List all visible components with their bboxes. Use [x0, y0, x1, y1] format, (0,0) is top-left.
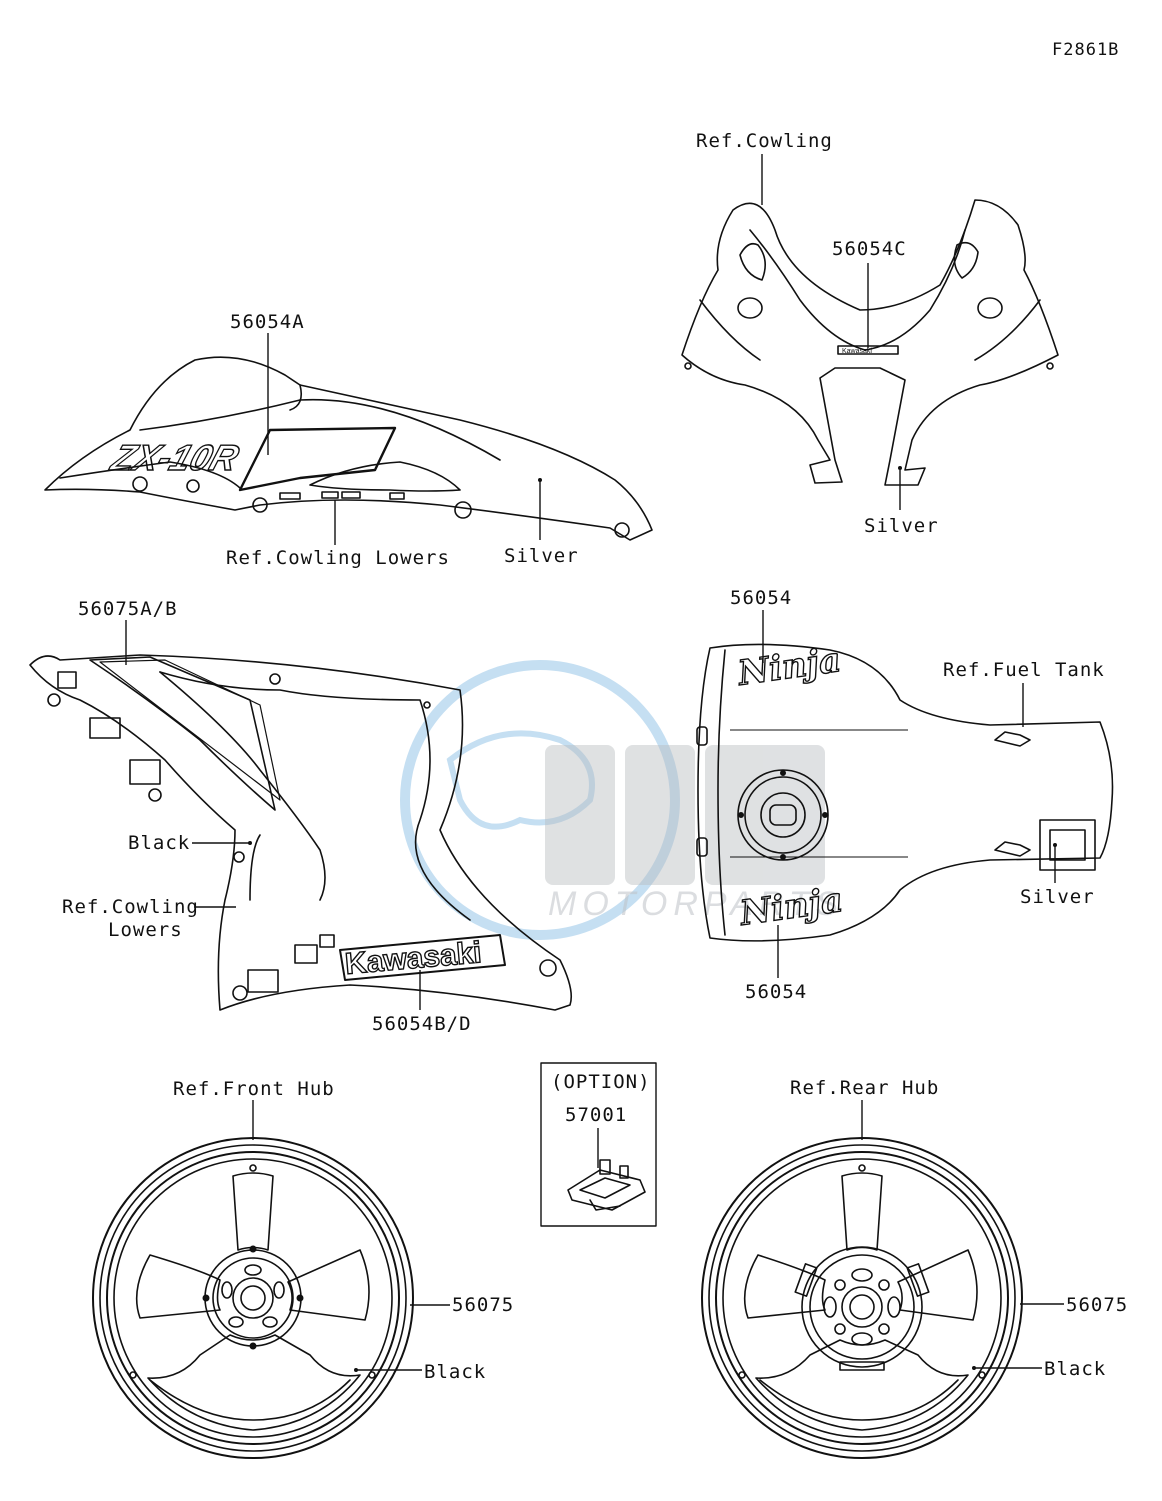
ninja-decal-top: Ninja — [735, 640, 844, 694]
watermark-osm-letters — [545, 745, 825, 885]
label-silver-tank: Silver — [1020, 886, 1095, 908]
label-56075-front: 56075 — [452, 1294, 514, 1316]
lower-fairing: Kawasaki — [29, 654, 573, 1011]
option-box: (OPTION) 57001 — [540, 1062, 657, 1227]
kit-parts-icon — [567, 1159, 646, 1211]
label-ref-front-hub: Ref.Front Hub — [173, 1078, 335, 1100]
label-56075-rear: 56075 — [1066, 1294, 1128, 1316]
zx10r-decal-text: ZX-10R — [106, 438, 244, 478]
front-wheel — [92, 1137, 414, 1459]
label-ref-cowling-lowers-2: Lowers — [108, 919, 183, 941]
label-black-lower: Black — [128, 832, 190, 854]
label-56054-top: 56054 — [730, 587, 792, 609]
watermark-logo: MOTORPARTS — [400, 660, 844, 940]
label-56054C: 56054C — [832, 238, 907, 260]
label-56054BD: 56054B/D — [372, 1013, 472, 1035]
zx10r-decal: ZX-10R — [105, 426, 397, 492]
label-56054A: 56054A — [230, 311, 305, 333]
kawasaki-lower-decal-text: Kawasaki — [344, 936, 483, 981]
label-56075AB: 56075A/B — [78, 598, 178, 620]
option-box-part-number: 57001 — [565, 1104, 627, 1126]
kawasaki-lower-decal: Kawasaki — [339, 934, 506, 982]
diagram-code: F2861B — [1052, 40, 1119, 60]
label-ref-rear-hub: Ref.Rear Hub — [790, 1077, 939, 1099]
label-ref-cowling-lowers-side: Ref.Cowling Lowers — [226, 547, 450, 569]
side-upper-cowl: ZX-10R — [44, 356, 653, 541]
front-cowling: Kawasaki — [681, 199, 1059, 486]
label-56054-bottom: 56054 — [745, 981, 807, 1003]
watermark-text: MOTORPARTS — [548, 885, 844, 923]
label-black-front: Black — [424, 1361, 486, 1383]
label-silver-nose: Silver — [864, 515, 939, 537]
label-ref-fuel-tank: Ref.Fuel Tank — [943, 659, 1105, 681]
label-ref-cowling-lowers-1: Ref.Cowling — [62, 896, 199, 918]
label-ref-cowling: Ref.Cowling — [696, 130, 833, 152]
label-silver-side: Silver — [504, 545, 579, 567]
kawasaki-nose-decal-text: Kawasaki — [842, 348, 872, 355]
option-box-title: (OPTION) — [551, 1071, 651, 1093]
rear-wheel — [701, 1137, 1023, 1459]
label-black-rear: Black — [1044, 1358, 1106, 1380]
